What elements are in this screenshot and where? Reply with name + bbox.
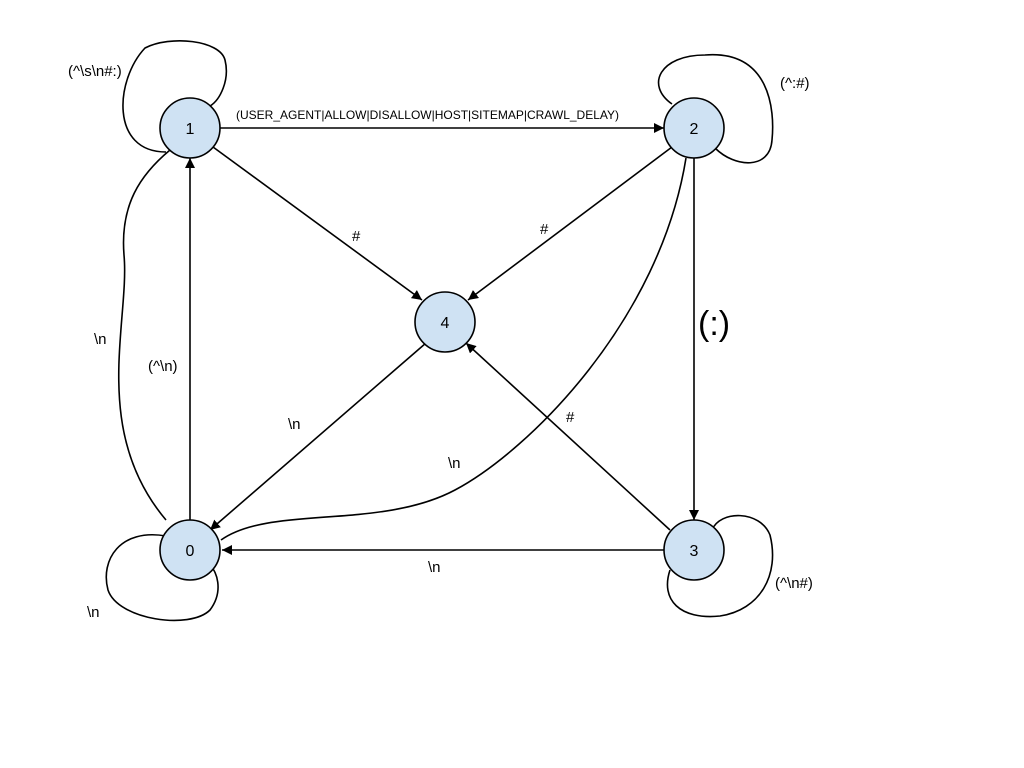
edge-label-0-to-1-curved: \n [94, 331, 107, 348]
state-node-3: 3 [663, 519, 725, 581]
state-node-2-label: 2 [690, 121, 699, 138]
edge-label-2-to-2: (^:#) [780, 75, 810, 92]
edge-label-2-to-0: \n [448, 455, 461, 472]
edge-label-1-to-2: (USER_AGENT|ALLOW|DISALLOW|HOST|SITEMAP|… [236, 108, 619, 122]
state-node-2: 2 [663, 97, 725, 159]
edge-label-1-to-1: (^\s\n#:) [68, 63, 122, 80]
state-node-4: 4 [414, 291, 476, 353]
edge-label-3-to-0: \n [428, 559, 441, 576]
edge-label-4-to-0: \n [288, 416, 301, 433]
state-node-1: 1 [159, 97, 221, 159]
edge-3-to-3-self-loop [666, 514, 774, 618]
edge-label-1-to-4: # [352, 228, 361, 245]
edge-label-0-to-0: \n [87, 604, 100, 621]
edge-2-to-0 [220, 157, 687, 541]
edge-label-2-to-3: (:) [698, 305, 730, 343]
edge-1-to-4 [212, 146, 423, 301]
state-node-4-label: 4 [441, 315, 450, 332]
edge-label-3-to-4: # [566, 409, 575, 426]
edge-2-to-4 [467, 146, 673, 301]
edge-label-3-to-3: (^\n#) [775, 575, 813, 592]
edge-2-to-2-self-loop [657, 54, 774, 164]
edge-3-to-4 [465, 342, 671, 531]
edge-1-to-1-self-loop [122, 40, 228, 153]
state-node-0-label: 0 [186, 543, 195, 560]
edge-4-to-0 [209, 342, 427, 531]
edge-label-0-to-1-straight: (^\n) [148, 358, 178, 375]
edge-label-2-to-4: # [540, 221, 549, 238]
edge-0-to-1-curved [117, 149, 171, 521]
state-node-1-label: 1 [186, 121, 195, 138]
state-node-0: 0 [159, 519, 221, 581]
edge-0-to-0-self-loop [105, 533, 219, 622]
state-node-3-label: 3 [690, 543, 699, 560]
